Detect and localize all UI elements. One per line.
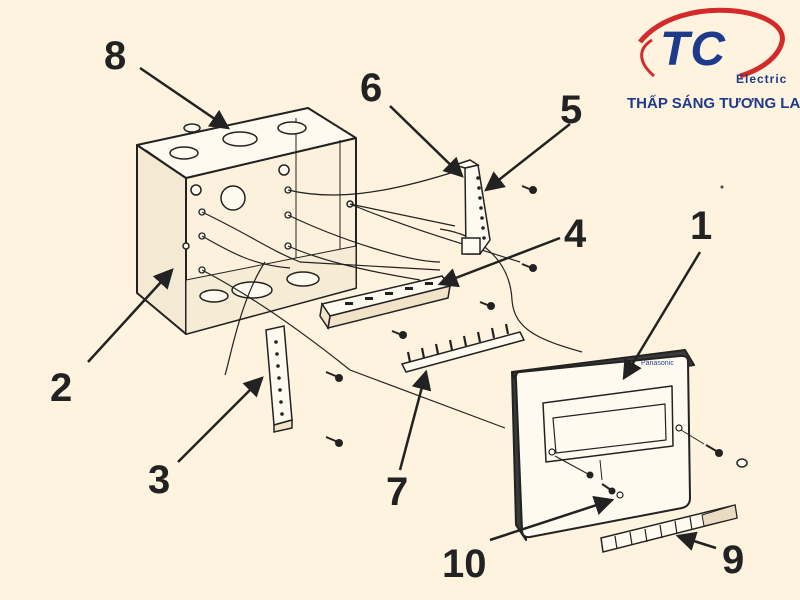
callout-4: 4 [564,212,587,256]
callout-9: 9 [722,538,745,582]
callout-1: 1 [690,204,713,248]
front-cover [511,349,695,541]
terminal-block-vertical [452,159,491,255]
callout-6: 6 [360,66,383,110]
logo-swoosh [638,7,785,79]
terminal-block-lower [265,325,293,433]
logo-subtext: Electric [736,72,788,86]
leader-lines [87,66,717,551]
screws-group-5 [391,185,537,339]
callout-2: 2 [50,366,73,410]
callout-10: 10 [442,542,487,586]
tc-electric-logo: TC Electric [620,6,800,118]
cover-brand: Panasonic [641,360,674,367]
knockout-holes-top [169,121,307,160]
logo-slogan: THẤP SÁNG TƯƠNG LAI [627,95,800,112]
label-strip [600,504,738,553]
callout-5: 5 [560,88,583,132]
knockout-holes-back [182,164,354,303]
dot-mark [720,185,724,189]
connection-wires [201,169,583,429]
logo-mark: TC [660,23,726,76]
callout-3: 3 [148,458,171,502]
callout-8: 8 [104,34,127,78]
din-rail [319,275,452,330]
callout-7: 7 [386,470,409,514]
screws-cover [554,429,748,495]
busbar-comb [400,323,526,373]
screws-group-3 [325,371,343,447]
